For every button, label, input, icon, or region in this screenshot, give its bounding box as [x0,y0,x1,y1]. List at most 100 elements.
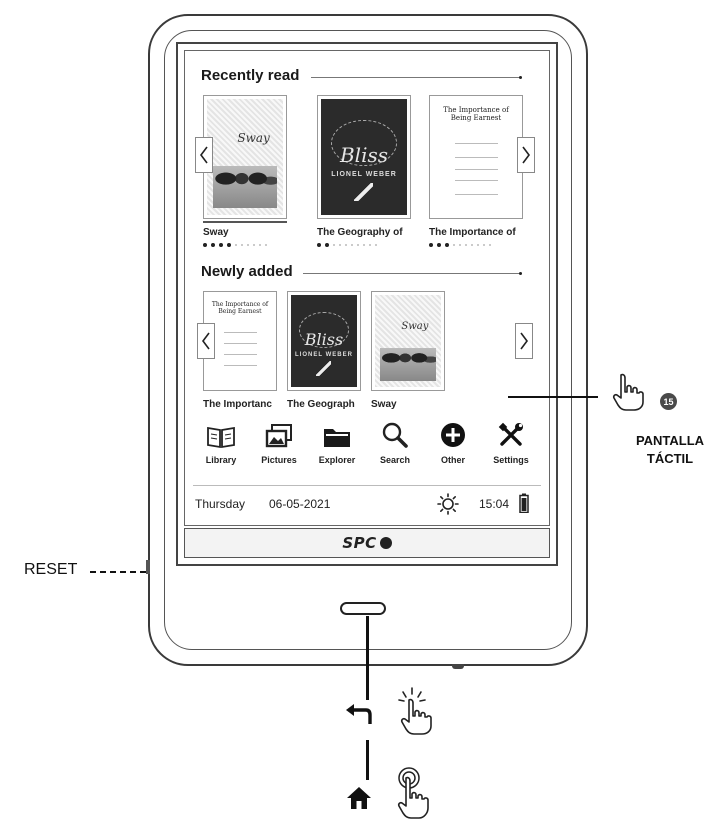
progress-dot [253,244,255,246]
chevron-right-icon [520,332,528,350]
reset-hole[interactable] [146,560,150,574]
progress-dot [357,244,359,246]
sway-cover-art: Sway [207,99,283,215]
folder-icon [324,429,350,447]
menu-search-button[interactable]: Search [367,419,423,465]
menu-settings-button[interactable]: Settings [483,419,539,465]
progress-dot [219,243,223,247]
recent-book-3-cover[interactable]: The Importance of Being Earnest [429,95,523,219]
new-prev-arrow-button[interactable] [197,323,215,359]
home-icon [347,787,371,809]
progress-dot [235,244,237,246]
progress-dot [325,243,329,247]
newly-added-title: Newly added [201,263,293,280]
bliss-cover-title: Bliss [304,329,344,349]
progress-dot [203,243,207,247]
progress-dot [351,244,353,246]
reset-callout-label: RESET [24,561,78,578]
menu-other-label: Other [440,455,465,465]
new-book-2-cover[interactable]: Bliss LIONEL WEBER [287,291,361,391]
new-next-arrow-button[interactable] [515,323,533,359]
menu-icon-wrap [425,419,481,449]
recent-book-3-label: The Importance of [429,227,516,238]
recently-read-divider-dot [519,76,522,79]
touch-callout-line [508,396,598,398]
menu-explorer-label: Explorer [318,455,356,465]
cover-rule [223,342,257,344]
cover-rule [223,353,257,355]
newly-added-divider [303,273,521,274]
home-callout-line-upper [366,616,369,700]
newly-added-divider-dot [519,272,522,275]
recent-prev-arrow-button[interactable] [195,137,213,173]
progress-dot [317,243,321,247]
progress-dot [369,244,371,246]
status-date: 06-05-2021 [269,497,331,511]
cover-rule [223,331,257,333]
recent-next-arrow-button[interactable] [517,137,535,173]
bliss-cover-author: LIONEL WEBER [331,170,397,178]
status-separator [193,485,541,486]
plus-circle-icon [441,423,465,447]
brand-logo-text: SPC [342,534,377,552]
recent-book-2-label: The Geography of [317,227,403,238]
new-book-3-label: Sway [371,399,397,410]
battery-icon [519,493,529,513]
recent-book-1-progress [203,243,267,247]
reset-callout-line [90,571,146,573]
progress-dot [437,243,441,247]
importance-cover-title: The Importance of Being Earnest [211,300,269,315]
search-icon [382,422,408,448]
menu-icon-wrap [367,419,423,449]
progress-dot [453,244,455,246]
sway-cover-art: Sway [375,295,441,387]
menu-library-button[interactable]: Library [193,419,249,465]
tap-hand-icon [612,373,644,411]
brand-logo-icon [379,537,392,549]
recent-book-2-cover[interactable]: Bliss LIONEL WEBER [317,95,411,219]
new-book-1-cover[interactable]: The Importance of Being Earnest [203,291,277,391]
progress-dot [265,244,267,246]
new-book-3-cover[interactable]: Sway [371,291,445,391]
menu-other-button[interactable]: Other [425,419,481,465]
tools-icon [498,422,523,446]
recent-book-1-cover[interactable]: Sway [203,95,287,219]
book-icon [207,426,235,449]
menu-pictures-button[interactable]: Pictures [251,419,307,465]
back-arrow-icon [346,704,372,724]
touch-label-line-1: PANTALLA [635,433,705,448]
sway-cover-photo [380,348,436,382]
long-press-gesture-icon [397,767,429,819]
recently-read-divider [311,77,521,78]
home-back-button[interactable] [340,602,386,615]
bliss-cover-swirl [331,119,397,167]
menu-icon-wrap [193,419,249,449]
status-time: 15:04 [479,497,510,511]
sway-cover-script: Sway [401,320,429,332]
progress-dot [211,243,215,247]
menu-explorer-button[interactable]: Explorer [309,419,365,465]
current-book-underline [203,221,287,223]
chevron-right-icon [522,146,530,164]
touch-screen[interactable]: Recently read Sway Bliss LIONEL WEBER Th… [184,50,550,526]
brightness-icon[interactable] [437,493,459,515]
menu-icon-wrap [483,419,539,449]
progress-dot [363,244,365,246]
touch-screen-callout-label: PANTALLA TÁCTIL [620,432,720,468]
progress-dot [241,244,243,246]
progress-dot [429,243,433,247]
progress-dot [489,244,491,246]
progress-dot [375,244,377,246]
progress-dot [483,244,485,246]
tap-gesture-icon [398,687,432,735]
progress-dot [445,243,449,247]
progress-dot [227,243,231,247]
menu-search-label: Search [379,455,411,465]
cover-rule [223,364,257,366]
importance-cover-art: The Importance of Being Earnest [433,99,519,215]
status-day: Thursday [195,497,246,511]
pictures-icon [265,424,292,448]
progress-dot [339,244,341,246]
bliss-cover-plane [353,182,373,202]
progress-dot [465,244,467,246]
